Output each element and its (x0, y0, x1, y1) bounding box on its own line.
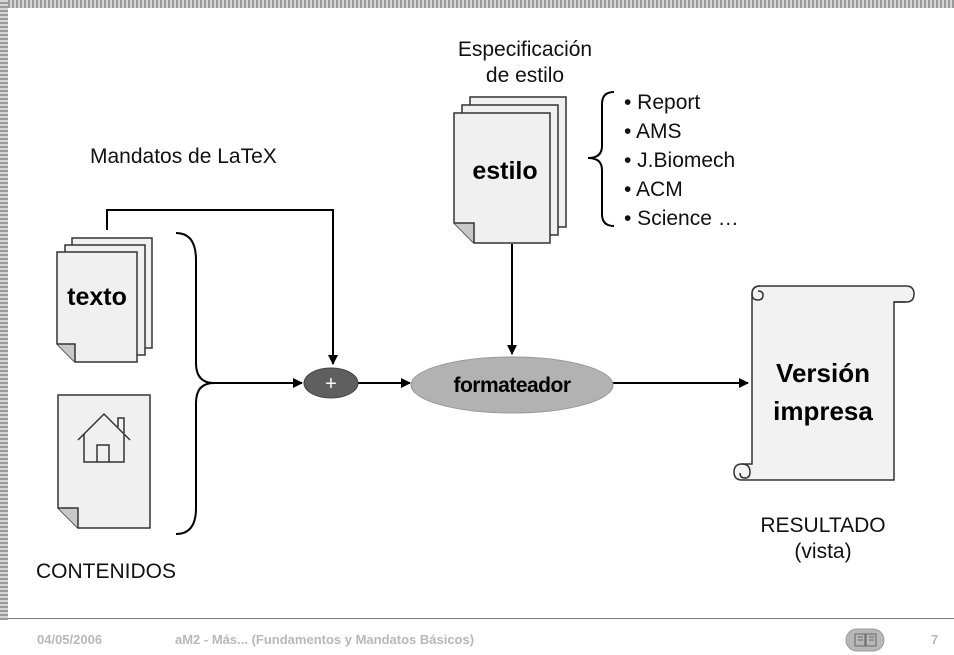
footer-divider (8, 618, 954, 619)
book-icon[interactable] (845, 628, 885, 652)
printed-version-scroll (733, 285, 915, 481)
style-item-acm: • ACM (624, 178, 683, 201)
spec-title-line1: Especificación (457, 38, 593, 61)
footer-page-number: 7 (931, 632, 939, 647)
output-line2: impresa (773, 396, 873, 426)
style-item-report: • Report (624, 91, 701, 114)
estilo-label: estilo (472, 157, 537, 185)
texto-label: texto (67, 283, 127, 311)
plus-label: + (325, 373, 337, 395)
formatter-node (410, 356, 614, 414)
frame-top-border (0, 0, 954, 8)
style-item-ams: • AMS (624, 120, 682, 143)
footer-title: aM2 - Más... (Fundamentos y Mandatos Bás… (175, 632, 475, 647)
spec-title-line2: de estilo (485, 64, 565, 87)
contents-bracket (175, 232, 215, 535)
style-list: • Report • AMS • J.Biomech • ACM • Scien… (624, 88, 739, 233)
latex-commands-arrow (106, 209, 338, 365)
style-brace (587, 91, 615, 227)
footer-date: 04/05/2006 (37, 632, 103, 647)
frame-left-border (0, 0, 8, 620)
contents-label: CONTENIDOS (36, 560, 177, 583)
output-line1: Versión (776, 358, 870, 388)
style-item-science: • Science … (624, 207, 739, 230)
style-document-stack (453, 96, 567, 244)
texto-document-stack (56, 237, 153, 363)
house-icon (77, 412, 131, 463)
combine-node (303, 367, 359, 399)
latex-commands-label: Mandatos de LaTeX (90, 145, 277, 168)
result-label-line1: RESULTADO (760, 514, 886, 537)
formatter-label: formateador (453, 374, 570, 397)
result-label-line2: (vista) (794, 540, 852, 563)
style-item-jbiomech: • J.Biomech (624, 149, 736, 172)
